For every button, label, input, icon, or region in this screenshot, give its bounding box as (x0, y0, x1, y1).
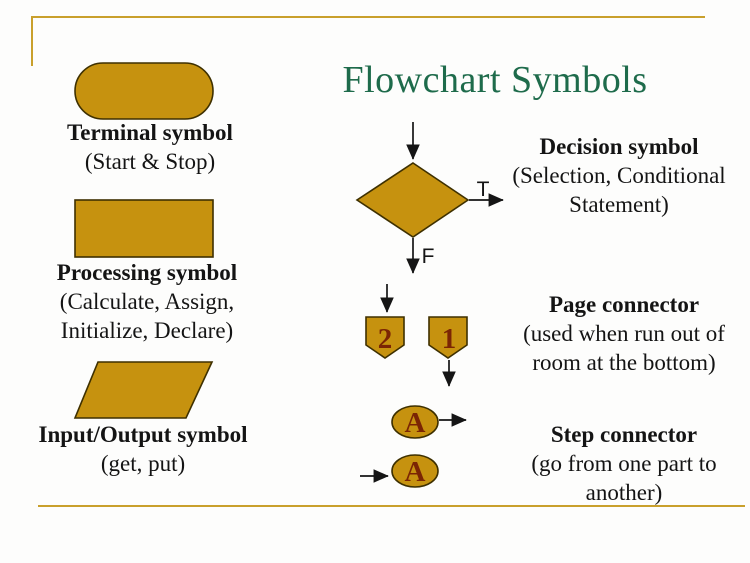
step-connector-caption: Step connector (go from one part to anot… (494, 420, 750, 507)
terminal-symbol-shape (74, 62, 214, 120)
slide-title: Flowchart Symbols (342, 59, 648, 102)
decision-symbol-name: Decision symbol (539, 134, 699, 159)
page-connector-shape-1 (428, 316, 468, 359)
processing-symbol-desc-2: Initialize, Declare) (60, 318, 234, 343)
step-connector-shape-out (391, 405, 439, 439)
processing-symbol-name: Processing symbol (56, 260, 238, 285)
step-connector-name: Step connector (550, 422, 698, 447)
true-branch-label: T (477, 178, 490, 201)
false-branch-label: F (422, 245, 435, 268)
top-left-corner-line (31, 16, 33, 66)
step-connector-shape-in (391, 454, 439, 488)
page-connector-desc-2: room at the bottom) (532, 350, 716, 375)
input-output-symbol-desc: (get, put) (100, 451, 186, 476)
input-output-symbol-shape (73, 361, 214, 419)
page-connector-shape-2 (365, 316, 405, 359)
decision-symbol-caption: Decision symbol (Selection, Conditional … (489, 132, 749, 219)
top-border-line (31, 16, 705, 18)
processing-symbol-shape (74, 199, 214, 258)
page-connector-desc-1: (used when run out of (523, 321, 725, 346)
page-connector-name: Page connector (548, 292, 700, 317)
bottom-border-line (38, 505, 745, 507)
decision-symbol-desc-1: (Selection, Conditional (512, 163, 726, 188)
terminal-symbol-name: Terminal symbol (67, 120, 233, 145)
page-connector-caption: Page connector (used when run out of roo… (494, 290, 750, 377)
page-connector-number-2: 2 (378, 323, 393, 355)
input-output-symbol-caption: Input/Output symbol (get, put) (13, 420, 273, 478)
step-connector-desc-2: another) (585, 480, 663, 505)
input-output-symbol-name: Input/Output symbol (38, 422, 248, 447)
step-connector-label-in: A (405, 456, 426, 488)
step-connector-desc-1: (go from one part to (531, 451, 717, 476)
decision-symbol-desc-2: Statement) (569, 192, 669, 217)
terminal-symbol-caption: Terminal symbol (Start & Stop) (20, 118, 280, 176)
processing-symbol-desc-1: (Calculate, Assign, (59, 289, 235, 314)
page-connector-number-1: 1 (442, 323, 457, 355)
decision-diamond-shape (355, 162, 470, 238)
processing-symbol-caption: Processing symbol (Calculate, Assign, In… (17, 258, 277, 345)
terminal-symbol-desc: (Start & Stop) (84, 149, 216, 174)
step-connector-label-out: A (405, 407, 426, 439)
